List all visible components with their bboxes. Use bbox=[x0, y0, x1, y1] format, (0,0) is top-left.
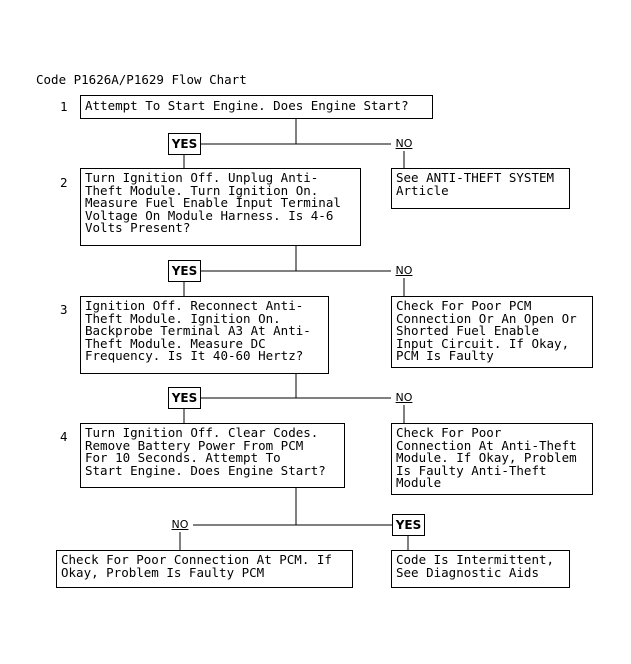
step-1-box: Attempt To Start Engine. Does Engine Sta… bbox=[80, 95, 433, 119]
step-1-no-label: NO bbox=[391, 137, 417, 151]
step-3-box: Ignition Off. Reconnect Anti- Theft Modu… bbox=[80, 296, 329, 374]
step-4-no-outcome: Check For Poor Connection At PCM. If Oka… bbox=[56, 550, 353, 588]
step-2-no-label: NO bbox=[391, 264, 417, 278]
step-2-number: 2 bbox=[60, 175, 68, 190]
step-3-number: 3 bbox=[60, 302, 68, 317]
step-2-box: Turn Ignition Off. Unplug Anti- Theft Mo… bbox=[80, 168, 361, 246]
step-1-no-outcome: See ANTI-THEFT SYSTEM Article bbox=[391, 168, 570, 209]
step-4-yes-outcome: Code Is Intermittent, See Diagnostic Aid… bbox=[391, 550, 570, 588]
step-4-yes-label: YES bbox=[392, 514, 425, 536]
step-2-no-outcome: Check For Poor PCM Connection Or An Open… bbox=[391, 296, 593, 368]
step-3-yes-label: YES bbox=[168, 387, 201, 409]
step-4-number: 4 bbox=[60, 429, 68, 444]
step-4-no-label: NO bbox=[167, 518, 193, 532]
step-3-no-label: NO bbox=[391, 391, 417, 405]
chart-title: Code P1626A/P1629 Flow Chart bbox=[36, 72, 247, 87]
step-2-yes-label: YES bbox=[168, 260, 201, 282]
step-1-number: 1 bbox=[60, 99, 68, 114]
step-1-yes-label: YES bbox=[168, 133, 201, 155]
step-4-box: Turn Ignition Off. Clear Codes. Remove B… bbox=[80, 423, 345, 488]
step-3-no-outcome: Check For Poor Connection At Anti-Theft … bbox=[391, 423, 593, 495]
